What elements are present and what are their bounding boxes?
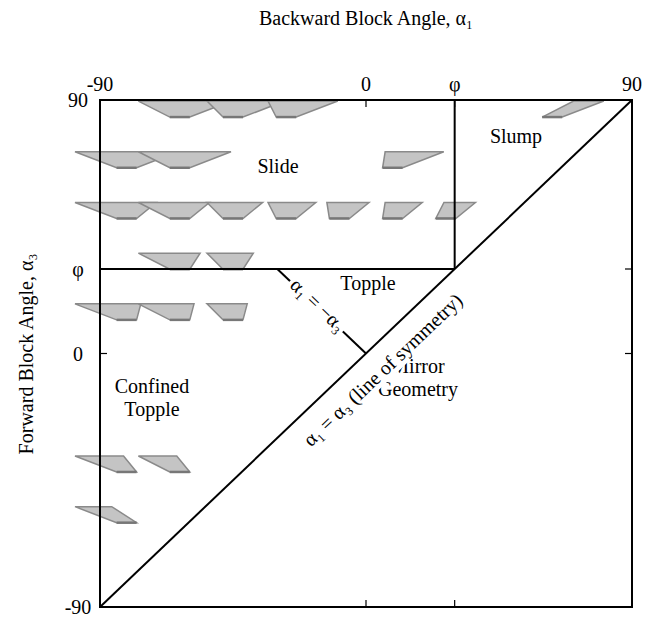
block-base (170, 217, 190, 220)
block-icon (75, 304, 141, 320)
axis-label: 0 (361, 73, 371, 96)
block-icon (542, 101, 604, 117)
block-icons (75, 101, 604, 523)
axis-label: 90 (622, 73, 642, 96)
block-base (170, 471, 190, 474)
block-base (170, 167, 190, 170)
axis-label: Forward Block Angle, α₃ (15, 253, 38, 454)
plot-frame (100, 100, 632, 607)
axis-label: 0 (73, 342, 83, 365)
block-icon (383, 152, 444, 168)
axis-label: Backward Block Angle, α₁ (259, 7, 473, 30)
axis-label: -90 (65, 596, 92, 619)
axis-label: φ (449, 73, 461, 96)
block-icon (138, 456, 189, 472)
block-base (436, 217, 456, 220)
region-label: Confined Topple (97, 375, 207, 421)
axis-label: 90 (68, 89, 88, 112)
block-icon (138, 304, 194, 320)
block-icon (268, 101, 338, 117)
block-base (117, 167, 137, 170)
block-icon (75, 456, 137, 472)
block-base (276, 217, 296, 220)
block-icon (138, 202, 209, 218)
block-base (170, 319, 190, 322)
block-base (383, 167, 403, 170)
block-base (117, 471, 137, 474)
block-icon (327, 202, 369, 218)
block-icon (383, 202, 423, 218)
region-label: Slide (257, 155, 298, 178)
block-icon (75, 507, 137, 523)
axis-label: -90 (87, 73, 114, 96)
block-icon (207, 304, 247, 320)
region-label: Topple (340, 272, 395, 295)
block-base (223, 217, 243, 220)
block-icon (207, 253, 253, 269)
block-base (329, 217, 349, 220)
block-base (223, 116, 243, 119)
block-base (117, 217, 137, 220)
axis-label: φ (72, 258, 84, 281)
block-base (117, 319, 137, 322)
block-base (383, 217, 403, 220)
block-base (276, 116, 296, 119)
block-icon (138, 253, 200, 269)
block-base (117, 521, 137, 524)
region-label: Slump (487, 125, 545, 148)
block-base (170, 116, 190, 119)
region-boundary (100, 100, 632, 607)
block-icon (138, 152, 231, 168)
block-base (542, 116, 562, 119)
block-icon (207, 202, 263, 218)
axis-ticks (100, 100, 632, 607)
region-boundary (454, 100, 456, 269)
block-base (223, 319, 243, 322)
block-icon (268, 202, 316, 218)
